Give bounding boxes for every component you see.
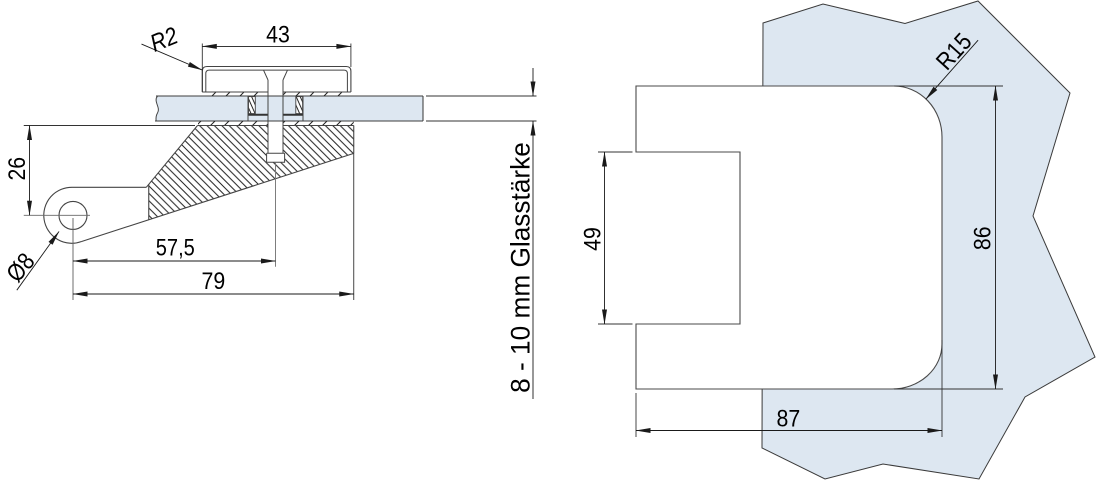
svg-text:8 - 10 mm Glasstärke: 8 - 10 mm Glasstärke <box>505 142 535 393</box>
svg-text:57,5: 57,5 <box>156 234 195 261</box>
svg-text:86: 86 <box>968 226 996 250</box>
svg-text:87: 87 <box>777 404 801 432</box>
svg-text:26: 26 <box>2 157 30 181</box>
svg-text:43: 43 <box>266 20 290 48</box>
svg-text:49: 49 <box>578 227 606 251</box>
svg-text:79: 79 <box>202 266 226 294</box>
